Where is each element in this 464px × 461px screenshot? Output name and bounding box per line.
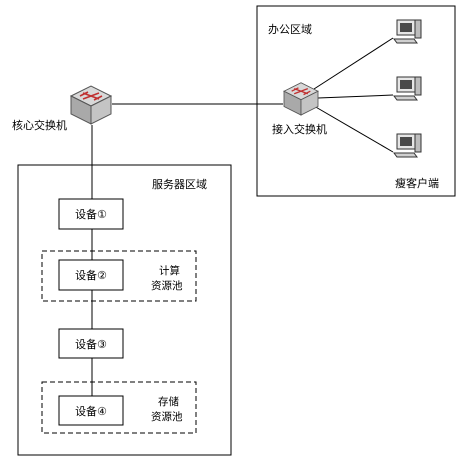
thin-client-3-icon — [393, 133, 422, 158]
device-1-node: 设备① — [58, 198, 124, 230]
device-2-label: 设备② — [75, 268, 107, 282]
access-switch-icon — [283, 82, 319, 116]
storage-pool-label-line1: 存储 — [158, 395, 179, 408]
device-4-label: 设备④ — [75, 404, 107, 418]
device-3-label: 设备③ — [75, 337, 107, 351]
device-4-node: 设备④ — [58, 395, 124, 426]
thin-client-1-icon — [393, 19, 422, 44]
compute-pool-box — [41, 250, 197, 302]
access-to-client-1-link — [313, 37, 394, 90]
access-to-client-3-link — [313, 105, 394, 153]
device-1-label: 设备① — [75, 207, 107, 221]
device-2-node: 设备② — [58, 259, 124, 291]
office-region-box — [256, 5, 456, 197]
thin-client-2-icon — [393, 76, 422, 101]
compute-pool-label-line2: 资源池 — [151, 279, 183, 292]
storage-pool-box — [41, 381, 197, 434]
access-to-client-2-link — [317, 94, 394, 99]
connections — [91, 37, 394, 396]
server-region-box — [17, 164, 232, 456]
core-switch-icon — [70, 85, 112, 125]
core-switch-label: 核心交换机 — [12, 118, 67, 132]
server-region-label: 服务器区域 — [152, 178, 207, 191]
device-3-node: 设备③ — [58, 328, 124, 359]
thin-client-label: 瘦客户端 — [395, 176, 439, 190]
compute-pool-label-line1: 计算 — [159, 264, 180, 277]
access-switch-label: 接入交换机 — [272, 122, 327, 136]
office-region-label: 办公区域 — [268, 23, 312, 36]
storage-pool-label-line2: 资源池 — [151, 410, 183, 423]
